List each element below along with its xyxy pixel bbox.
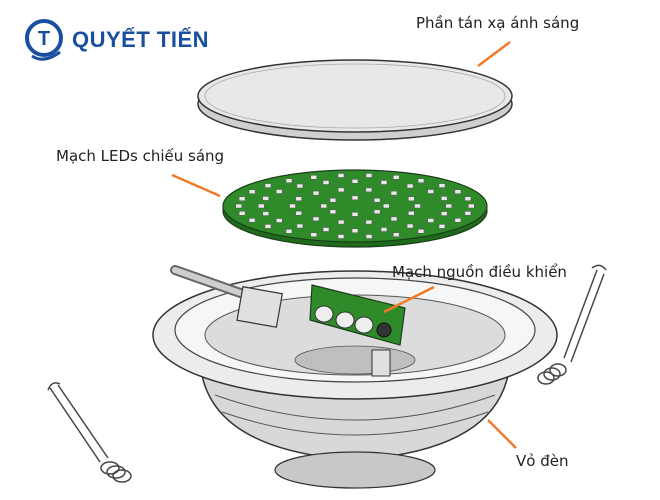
led-chip: [417, 178, 425, 183]
diffuser-disk: [197, 59, 513, 141]
led-chip: [417, 229, 425, 234]
power-cable: [170, 265, 283, 328]
led-chip: [285, 229, 293, 234]
led-chip: [248, 189, 256, 194]
led-chip: [295, 210, 302, 216]
led-chip: [438, 224, 446, 229]
leader-lines: [171, 41, 517, 449]
led-chip: [392, 175, 400, 180]
led-chip: [445, 203, 453, 209]
led-chip: [295, 196, 302, 202]
led-chip: [380, 180, 388, 185]
label-leds: Mạch LEDs chiếu sáng: [56, 147, 225, 165]
led-chip: [312, 190, 320, 196]
led-chip: [285, 178, 293, 183]
label-housing: Vỏ đèn: [516, 452, 569, 470]
led-chip: [427, 189, 435, 194]
led-chip: [438, 183, 446, 188]
led-chip: [337, 219, 345, 225]
leader-leds: [171, 173, 221, 198]
led-chip: [365, 187, 373, 193]
spring-clip-right: [537, 264, 607, 385]
led-chip: [365, 234, 373, 239]
led-chip: [312, 216, 320, 222]
driver-board: [309, 284, 406, 377]
led-chip: [390, 190, 398, 196]
leader-driver: [383, 285, 435, 314]
spring-clip-left: [47, 382, 132, 483]
brand-emblem-icon: T: [25, 19, 63, 61]
led-chip: [440, 211, 448, 216]
brand-logo: T QUYẾT TIẾN: [22, 18, 209, 62]
led-chip: [310, 175, 318, 180]
led-chip: [258, 203, 265, 209]
leader-diffuser: [477, 41, 511, 67]
led-chip: [427, 218, 435, 223]
led-chip: [337, 234, 345, 239]
led-chip: [380, 227, 388, 232]
led-chip: [329, 197, 337, 203]
led-chips: [235, 173, 475, 239]
led-chip: [414, 203, 421, 209]
led-chip: [454, 189, 462, 194]
led-chip: [365, 173, 373, 178]
led-chip: [406, 183, 414, 189]
led-chip: [264, 224, 272, 229]
led-chip: [392, 232, 400, 237]
led-chip: [337, 173, 345, 178]
led-chip: [262, 196, 270, 201]
led-chip: [390, 216, 398, 222]
led-chip: [351, 228, 359, 234]
led-chip: [406, 223, 414, 229]
brand-name: QUYẾT TIẾN: [72, 27, 210, 52]
led-chip: [248, 218, 256, 223]
led-chip: [322, 227, 330, 232]
led-chip: [275, 218, 283, 223]
led-chip: [264, 183, 272, 188]
led-chip: [351, 212, 359, 217]
led-chip: [289, 203, 296, 209]
label-driver: Mạch nguồn điều khiển: [392, 263, 567, 281]
led-chip: [320, 203, 328, 209]
led-chip: [310, 232, 318, 237]
led-chip: [468, 203, 475, 209]
led-chip: [365, 219, 373, 225]
led-chip: [296, 223, 304, 229]
led-chip: [408, 196, 415, 202]
led-chip: [440, 196, 448, 201]
led-chip: [238, 211, 246, 216]
led-chip: [296, 183, 304, 189]
led-chip: [373, 209, 381, 215]
led-chip: [322, 180, 330, 185]
led-chip: [351, 195, 359, 201]
brand-emblem-letter: T: [38, 28, 50, 50]
led-chip: [262, 211, 270, 216]
led-chip: [329, 209, 337, 215]
led-chip: [373, 197, 381, 203]
led-chip: [383, 203, 390, 209]
led-chip: [238, 196, 246, 201]
led-chip: [408, 210, 415, 216]
led-chip: [235, 203, 243, 209]
leader-housing: [487, 419, 517, 449]
led-chip: [337, 187, 345, 193]
led-chip: [275, 189, 283, 194]
label-diffuser: Phần tán xạ ánh sáng: [416, 14, 580, 32]
led-chip: [464, 196, 472, 201]
led-pcb: [222, 169, 488, 248]
led-chip: [454, 218, 462, 223]
led-chip: [464, 211, 472, 216]
led-chip: [351, 179, 359, 184]
